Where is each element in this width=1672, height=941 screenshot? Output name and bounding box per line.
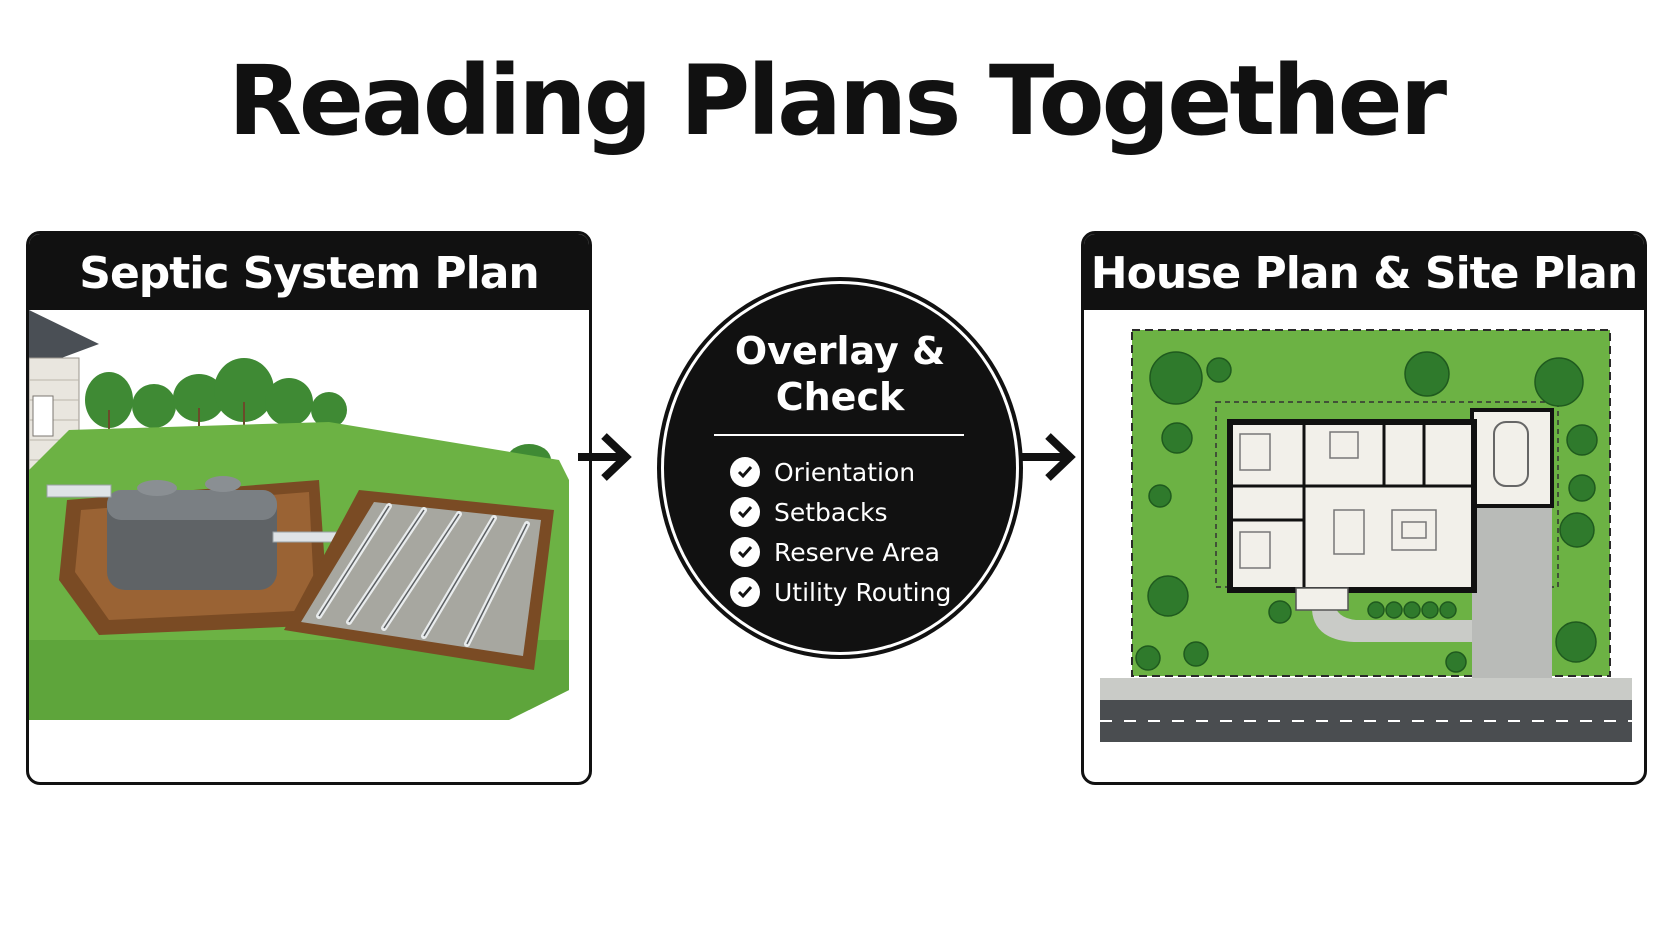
septic-plan-header: Septic System Plan xyxy=(29,234,589,310)
site-plan-illustration xyxy=(1100,329,1632,742)
checkmark-icon xyxy=(730,537,760,567)
overlay-check-title-line1: Overlay & xyxy=(734,329,946,373)
arrow-right-icon xyxy=(578,433,632,481)
checklist-label: Utility Routing xyxy=(774,577,952,607)
overlay-check-title: Overlay & Check xyxy=(664,328,1016,420)
checklist-label: Reserve Area xyxy=(774,537,940,567)
house-site-plan-panel: House Plan & Site Plan xyxy=(1081,231,1647,785)
septic-system-illustration xyxy=(29,310,569,720)
divider xyxy=(714,434,964,436)
overlay-check-title-line2: Check xyxy=(775,375,905,419)
checklist-item: Reserve Area xyxy=(730,532,951,572)
checklist-item: Setbacks xyxy=(730,492,951,532)
checkmark-icon xyxy=(730,457,760,487)
arrow-right-icon xyxy=(1022,433,1076,481)
checklist-label: Orientation xyxy=(774,457,916,487)
septic-plan-panel: Septic System Plan xyxy=(26,231,592,785)
house-site-plan-header: House Plan & Site Plan xyxy=(1084,234,1644,310)
checkmark-icon xyxy=(730,497,760,527)
checklist: Orientation Setbacks Reserve Area Utilit… xyxy=(730,452,951,612)
checklist-label: Setbacks xyxy=(774,497,888,527)
checkmark-icon xyxy=(730,577,760,607)
checklist-item: Utility Routing xyxy=(730,572,951,612)
page-title: Reading Plans Together xyxy=(227,45,1447,157)
checklist-item: Orientation xyxy=(730,452,951,492)
overlay-check-badge: Overlay & Check Orientation Setbacks Res… xyxy=(664,284,1016,652)
